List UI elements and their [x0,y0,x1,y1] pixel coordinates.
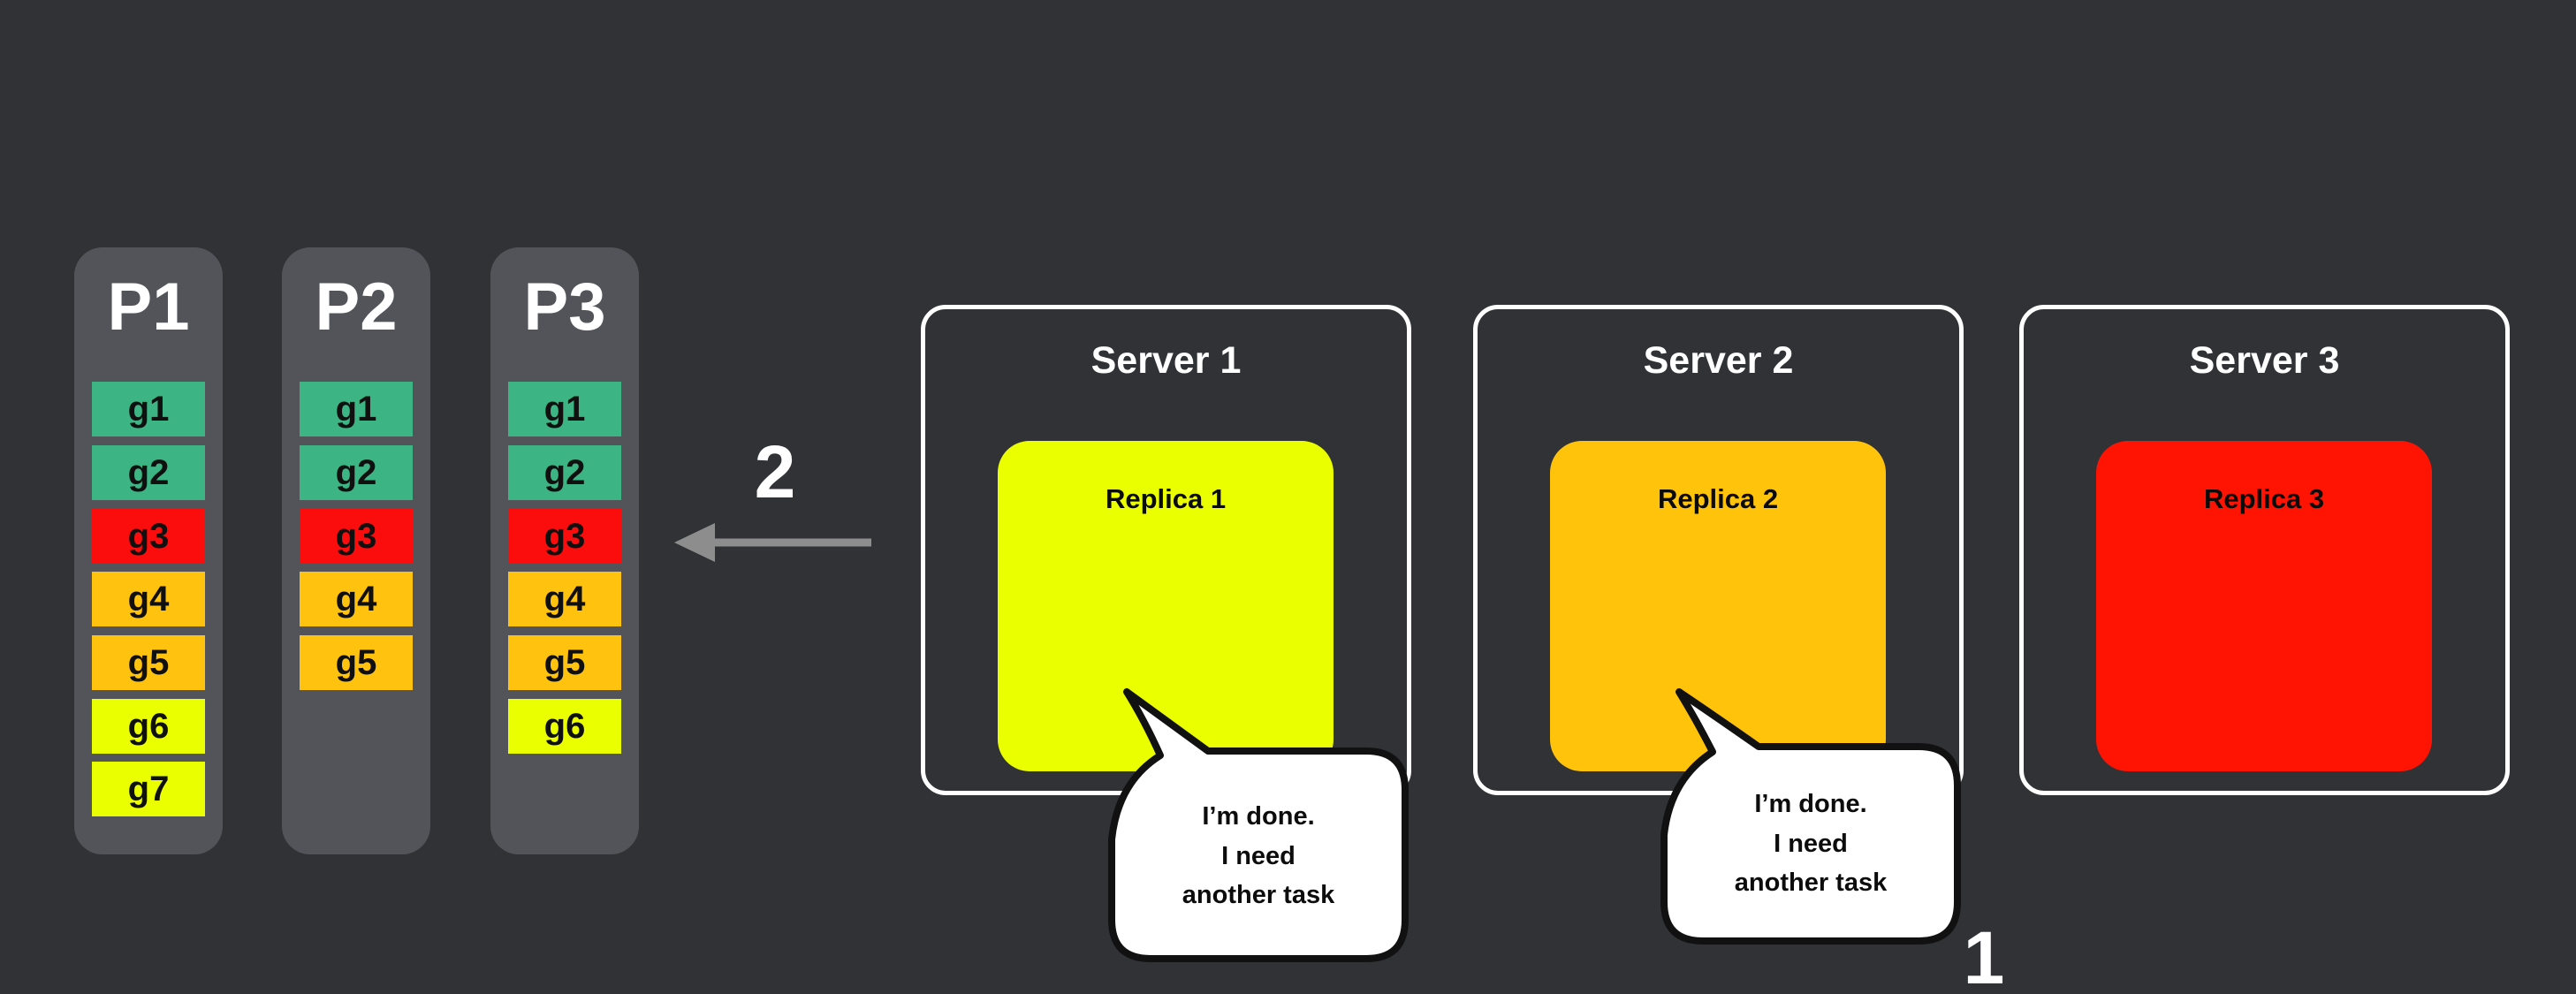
task-cell: g6 [508,699,621,754]
speech-bubble-1 [1108,688,1409,962]
partition-column-p2: P2 g1 g2 g3 g4 g5 [282,247,430,854]
replica-label: Replica 1 [1105,483,1227,514]
replica-box-3: Replica 3 [2096,441,2432,771]
task-cell: g2 [300,445,413,500]
partition-column-p1: P1 g1 g2 g3 g4 g5 g6 g7 [74,247,223,854]
replica-label: Replica 2 [1657,483,1779,514]
partition-title: P1 [107,269,190,345]
task-cell: g7 [92,762,205,816]
server-box-3: Server 3 Replica 3 [2019,305,2510,795]
arrow-head-icon [674,523,715,562]
step-1-label: 1 [1963,916,2005,994]
task-cell: g5 [508,635,621,690]
task-cell: g4 [92,572,205,626]
task-cell: g3 [300,509,413,564]
task-cell: g5 [92,635,205,690]
step-2-label: 2 [754,430,796,513]
server-title: Server 1 [1090,339,1242,382]
task-cell: g3 [508,509,621,564]
task-cell: g1 [508,382,621,436]
partition-title: P3 [523,269,606,345]
task-cell: g1 [92,382,205,436]
task-cell: g3 [92,509,205,564]
task-cell: g4 [508,572,621,626]
partition-title: P2 [315,269,398,345]
task-cell: g4 [300,572,413,626]
speech-bubble-2 [1660,688,1961,945]
task-cell: g2 [508,445,621,500]
step-2-arrow [674,523,871,562]
task-cell: g2 [92,445,205,500]
server-title: Server 2 [1643,339,1794,382]
task-cell: g6 [92,699,205,754]
task-cell: g5 [300,635,413,690]
partition-column-p3: P3 g1 g2 g3 g4 g5 g6 [490,247,639,854]
task-cell: g1 [300,382,413,436]
speech-bubble-text-1: I’m done. I need another task [1182,801,1335,910]
replica-label: Replica 3 [2203,483,2325,514]
server-title: Server 3 [2189,339,2340,382]
speech-bubble-text-2: I’m done. I need another task [1734,789,1888,898]
